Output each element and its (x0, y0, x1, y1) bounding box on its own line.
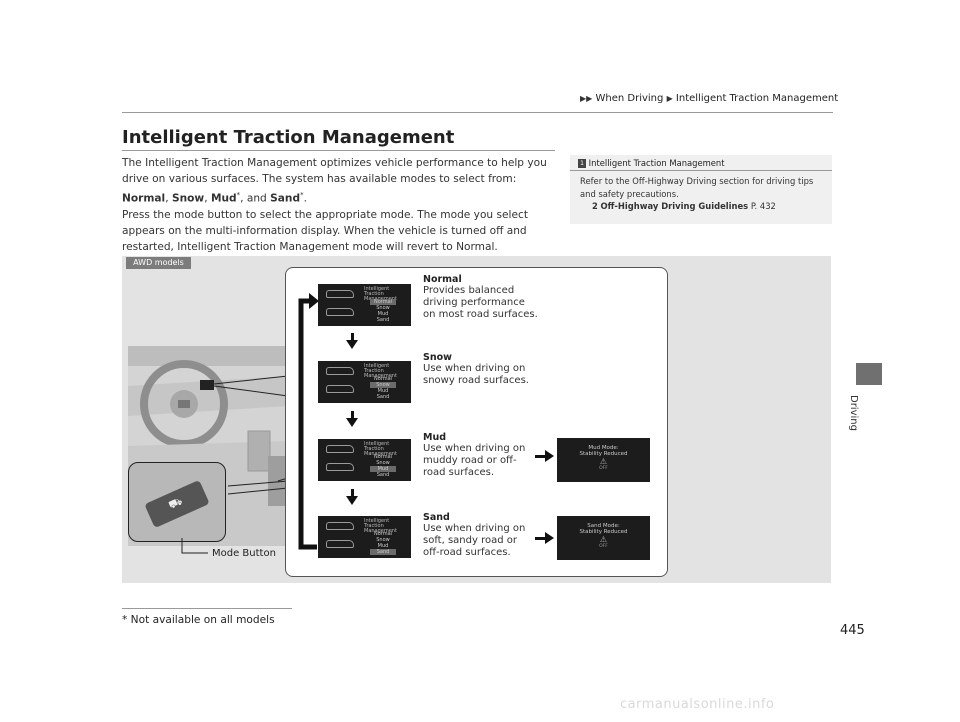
vehicle-icon (326, 522, 354, 530)
screen-menu-item: Mud (377, 388, 389, 394)
intro-text: The Intelligent Traction Management opti… (122, 155, 562, 255)
right-arrow-icon (535, 532, 554, 544)
title-divider (122, 150, 555, 151)
screen-menu-item: Snow (376, 460, 390, 466)
breadcrumb-arrow-icon: ▶ (666, 94, 673, 103)
vehicle-icon (326, 385, 354, 393)
down-arrow-icon (346, 333, 358, 349)
reference-link[interactable]: Off-Highway Driving Guidelines (600, 201, 749, 211)
mode-mud-text: Mud (210, 192, 237, 205)
vehicle-icon (326, 290, 354, 298)
note-divider (570, 170, 832, 171)
screen-menu-item: Snow (376, 537, 390, 543)
cycle-arrow-icon (298, 293, 319, 550)
section-tab-marker (856, 363, 882, 385)
screen-menu-item: Sand (370, 549, 396, 555)
vehicle-icon (326, 463, 354, 471)
screen-menu-item: Sand (376, 394, 390, 400)
sand-stability-screen: Sand Mode: Stability Reduced ⚠ OFF (557, 516, 650, 560)
vehicle-icon (326, 367, 354, 375)
mode-button-closeup: ⛟ (128, 462, 226, 542)
screen-menu-item: Mud (377, 311, 389, 317)
reference-arrow-icon: 2 (592, 201, 598, 211)
screen-menu-item: Snow (376, 305, 390, 311)
note-icon: 1 (578, 159, 586, 168)
mud-stability-screen: Mud Mode: Stability Reduced ⚠ OFF (557, 438, 650, 482)
screen-menu-item: Mud (377, 543, 389, 549)
screen-menu-item: Sand (376, 317, 390, 323)
stability-off-icon: ⚠ (599, 457, 608, 466)
mode-desc-snow: Snow Use when driving on snowy road surf… (423, 352, 529, 386)
note-heading: 1 Intelligent Traction Management (578, 158, 725, 168)
vehicle-icon (326, 540, 354, 548)
awd-models-badge: AWD models (126, 257, 191, 269)
header-divider (122, 112, 833, 113)
right-arrow-icon (535, 450, 554, 462)
mode-sand-text: Sand (270, 192, 301, 205)
mode-button-leader (181, 538, 208, 554)
stability-off-icon: ⚠ (599, 535, 608, 544)
page-title: Intelligent Traction Management (122, 127, 455, 148)
mode-snow-text: Snow (171, 192, 205, 205)
section-tab-label: Driving (848, 395, 859, 431)
mode-normal-text: Normal (122, 192, 166, 205)
vehicle-icon (326, 308, 354, 316)
screen-menu-item: Sand (376, 472, 390, 478)
breadcrumb: ▶▶ When Driving ▶ Intelligent Traction M… (580, 93, 838, 104)
screen-menu-item: Normal (373, 531, 393, 537)
breadcrumb-parent[interactable]: When Driving (595, 93, 664, 104)
screen-menu-item: Normal (373, 454, 393, 460)
note-text: Refer to the Off-Highway Driving section… (580, 175, 825, 213)
dashboard-illustration (128, 346, 288, 546)
watermark-text: carmanualsonline.info (620, 697, 775, 712)
footer-divider (122, 608, 292, 609)
mode-button-label: Mode Button (212, 548, 276, 559)
vehicle-icon (326, 445, 354, 453)
down-arrow-icon (346, 489, 358, 505)
note-reference[interactable]: 2 Off-Highway Driving Guidelines P. 432 (592, 201, 776, 211)
mode-button[interactable]: ⛟ (144, 479, 210, 529)
screen-menu-item: Normal (373, 376, 393, 382)
down-arrow-icon (346, 411, 358, 427)
footer-note: * Not available on all models (122, 614, 275, 626)
note-box (570, 155, 832, 224)
mode-desc-sand: Sand Use when driving on soft, sandy roa… (423, 512, 526, 558)
screen-menu-item: Normal (370, 299, 396, 305)
breadcrumb-arrow-icon: ▶▶ (580, 94, 593, 103)
car-icon: ⛟ (166, 494, 185, 512)
page-number: 445 (840, 623, 865, 638)
screen-menu-item: Mud (370, 466, 396, 472)
mode-desc-mud: Mud Use when driving on muddy road or of… (423, 432, 526, 478)
breadcrumb-current: Intelligent Traction Management (675, 93, 839, 104)
mode-desc-normal: Normal Provides balanced driving perform… (423, 274, 538, 320)
screen-menu-item: Snow (370, 382, 396, 388)
intro-paragraph-2: Press the mode button to select the appr… (122, 208, 528, 253)
